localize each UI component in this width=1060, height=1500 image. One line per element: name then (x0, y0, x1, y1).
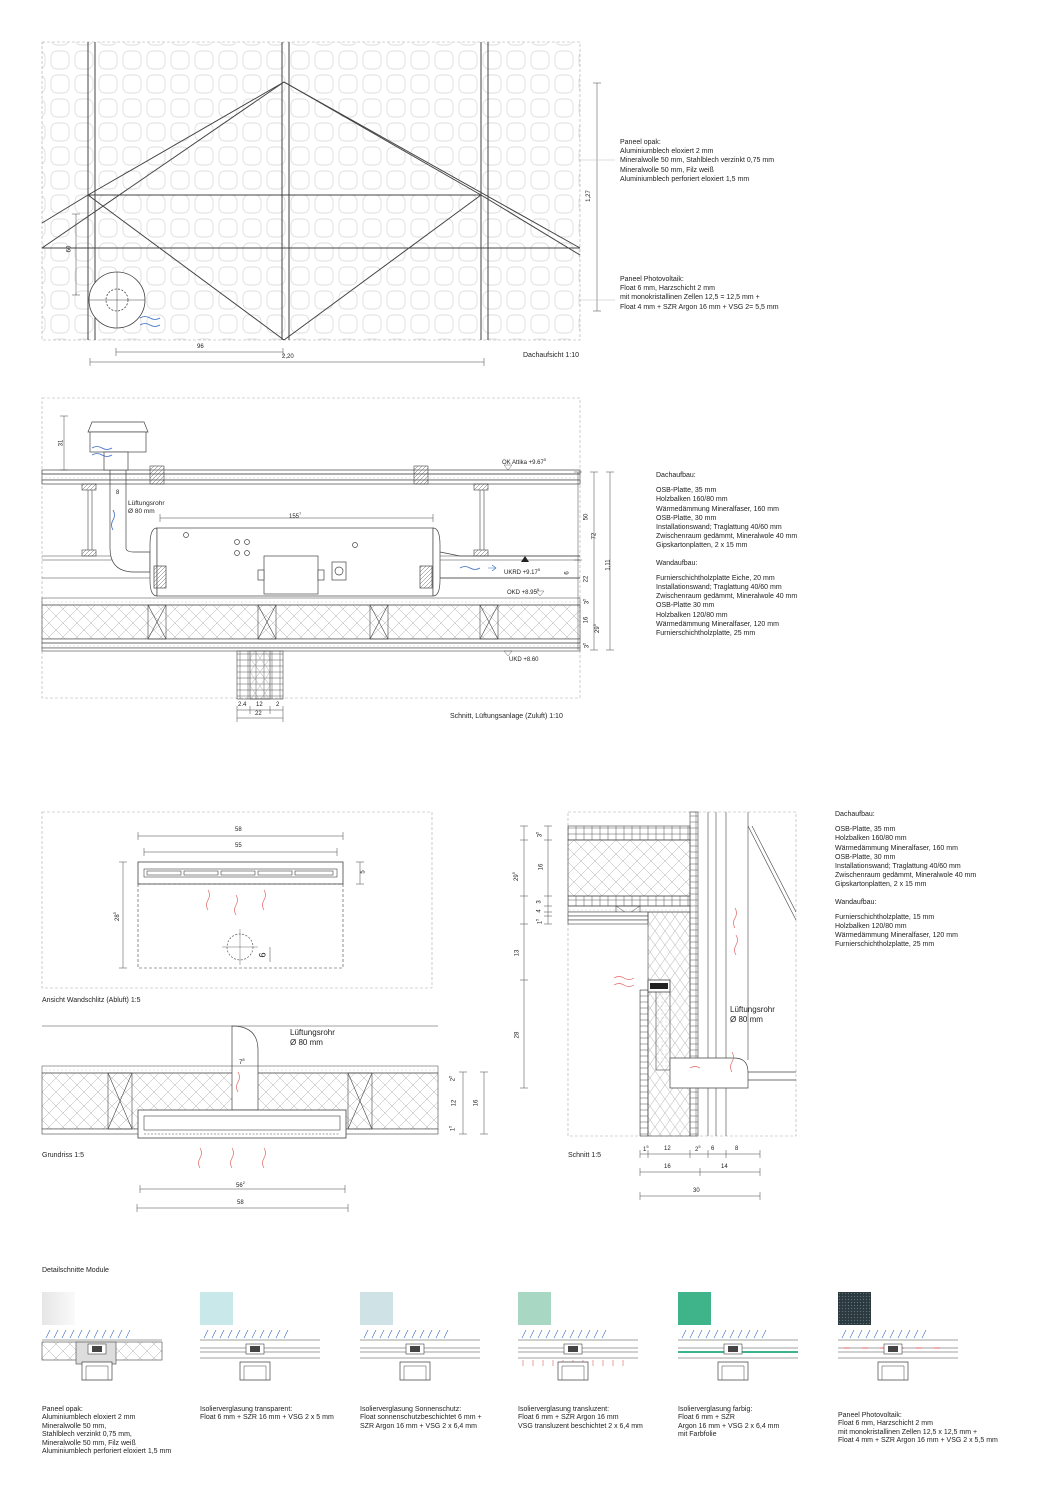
detail-v3-5: 35 (534, 831, 544, 838)
dim-3-5: 35 (581, 598, 591, 605)
detail-h14: 14 (721, 1164, 728, 1170)
dim-31: 31 (58, 439, 65, 447)
module-section-5 (678, 1329, 798, 1381)
detail-section-caption: Schnitt 1:5 (568, 1152, 602, 1159)
module-section-2 (200, 1329, 320, 1381)
wall-dim-28-5: 285 (111, 912, 121, 921)
detail-v16: 16 (538, 863, 545, 871)
floor-dim-2-5: 25 (447, 1075, 457, 1082)
dim-72: 72 (591, 532, 598, 540)
panel-pv-notes: Paneel Photovoltaik: Float 6 mm, Harzsch… (620, 276, 779, 311)
wall-view (41, 811, 433, 989)
roof-vent-cap (87, 421, 151, 573)
section-caption: Schnitt, Lüftungsanlage (Zuluft) 1:10 (450, 713, 563, 720)
panel-opak-title: Paneel opak: (620, 139, 661, 146)
detail-v28: 28 (514, 1031, 521, 1039)
dim-6: 6 (564, 571, 571, 575)
dim-3-5b: 35 (581, 642, 591, 649)
wall-dim-58: 58 (235, 827, 242, 833)
dim-29-5: 295 (591, 624, 601, 633)
ventilation-section (41, 397, 614, 722)
wall-dim-5: 5 (360, 870, 367, 874)
detail-dachaufbau: Dachaufbau: OSB-Platte, 35 mm Holzbalken… (835, 811, 977, 949)
ukrd-label: UKRD +9.175 (504, 567, 541, 576)
detail-h6: 6 (711, 1146, 715, 1152)
detail-h16: 16 (664, 1164, 671, 1170)
section-dachaufbau: Dachaufbau: OSB-Platte, 35 mm Holzbalken… (656, 472, 798, 638)
dim-96: 96 (197, 344, 204, 350)
dim-16: 16 (583, 616, 590, 624)
module-swatch-6 (838, 1292, 871, 1325)
detail-v4: 4 (536, 909, 543, 913)
floor-dim-16: 16 (473, 1099, 480, 1107)
detail-h30: 30 (693, 1188, 700, 1194)
dim-50: 50 (583, 513, 590, 521)
dim-220: 2,20 (282, 354, 294, 360)
module-section-3 (360, 1329, 480, 1381)
floor-dim-7-8: 78 (239, 1057, 245, 1066)
floor-plan-caption: Grundriss 1:5 (42, 1152, 85, 1159)
panel-pv-title: Paneel Photovoltaik: (620, 276, 684, 283)
roof-plan (41, 41, 615, 366)
module-description-3: Isolierverglasung Sonnenschutz:Float son… (360, 1406, 482, 1430)
section-rohr-label: Lüftungsrohr Ø 80 mm (128, 500, 165, 515)
detail-v29-5: 295 (510, 872, 520, 881)
dim-8: 8 (116, 490, 120, 496)
wall-dim-55: 55 (235, 843, 242, 849)
floor-dim-56-2: 562 (236, 1180, 245, 1189)
module-swatch-4 (518, 1292, 551, 1325)
ukd-label: UKD +8.60 (509, 657, 539, 663)
module-section-1 (41, 1329, 163, 1381)
module-details (41, 1329, 958, 1381)
dim-60: 60 (66, 245, 73, 253)
roof-vent-symbol (88, 271, 146, 329)
floor-plan (41, 1025, 488, 1212)
dim-22: 22 (583, 575, 590, 583)
dim-b24: 2.4 (238, 702, 247, 708)
detail-h12: 12 (664, 1146, 671, 1152)
module-description-2: Isolierverglasung transparent:Float 6 mm… (200, 1406, 334, 1422)
detail-h1-5: 15 (643, 1144, 649, 1153)
dim-b22: 22 (255, 711, 262, 717)
module-section-6 (838, 1329, 958, 1381)
floor-dim-58: 58 (237, 1200, 244, 1206)
floor-dim-12: 12 (451, 1099, 458, 1107)
dim-111: 1,11 (605, 559, 612, 571)
detail-h2-5: 25 (695, 1144, 701, 1153)
detail-section (520, 811, 797, 1200)
detail-v1-5: 15 (534, 918, 544, 925)
ventilation-unit (149, 527, 580, 597)
okd-label: OKD +8.955 (507, 587, 540, 596)
dim-b12: 12 (256, 702, 263, 708)
panel-opak-notes: Paneel opak: Aluminiumblech eloxiert 2 m… (620, 139, 775, 183)
wall-view-caption: Ansicht Wandschlitz (Abluft) 1:5 (42, 997, 141, 1004)
module-description-6: Paneel Photovoltaik:Float 6 mm, Harzschi… (838, 1412, 998, 1445)
detail-v13: 13 (514, 949, 521, 957)
ok-attika-label: OK Attika +9.675 (502, 457, 547, 466)
module-description-1: Paneel opak:Aluminiumblech eloxiert 2 mm… (42, 1406, 172, 1456)
wall-dim-6: 6 (257, 952, 268, 958)
floor-dim-1-5: 15 (447, 1125, 457, 1132)
module-swatch-2 (200, 1292, 233, 1325)
dim-155: 1557 (289, 511, 302, 520)
dim-b2: 2 (276, 702, 280, 708)
dim-127: 1,27 (585, 190, 592, 202)
roof-plan-caption: Dachaufsicht 1:10 (523, 352, 580, 359)
detail-v3: 3 (536, 900, 543, 904)
module-swatch-5 (678, 1292, 711, 1325)
detail-h8: 8 (735, 1146, 739, 1152)
module-description-4: Isolierverglasung transluzent:Float 6 mm… (518, 1406, 643, 1430)
module-swatch-1 (42, 1292, 75, 1325)
modules-title: Detailschnitte Module (42, 1267, 109, 1274)
module-description-5: Isolierverglasung farbig:Float 6 mm + SZ… (678, 1406, 780, 1439)
module-section-4 (518, 1329, 638, 1381)
module-swatch-3 (360, 1292, 393, 1325)
